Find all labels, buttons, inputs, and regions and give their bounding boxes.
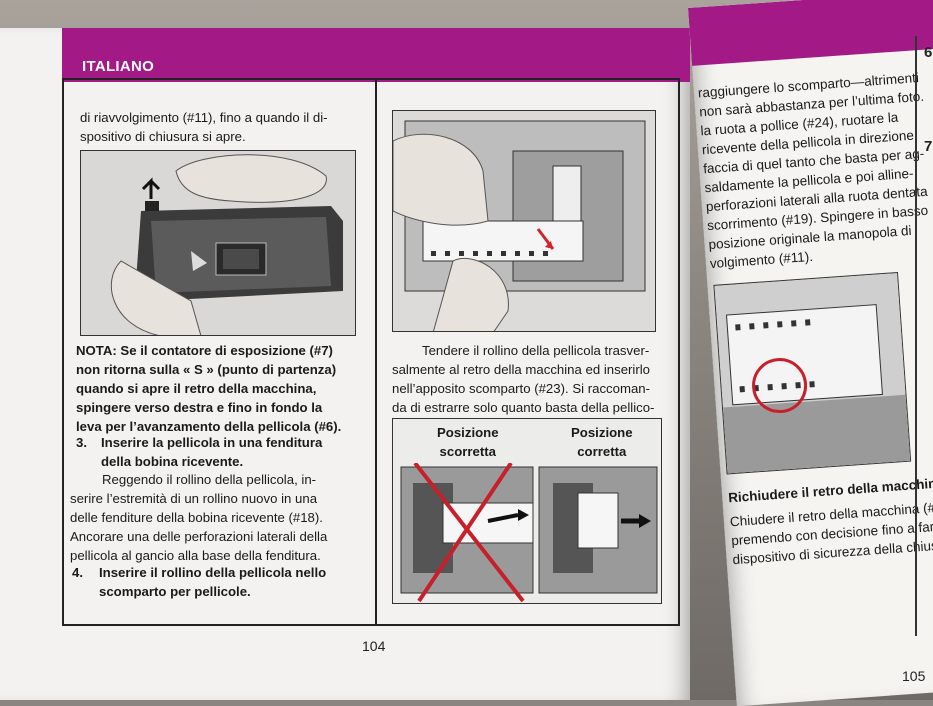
position-drawings: [400, 463, 658, 603]
middle-body-line: Tendere il rollino della pellicola trasv…: [422, 343, 650, 358]
correct-label-line: Posizione: [571, 425, 633, 440]
page-number-left: 104: [362, 638, 386, 654]
section-title: ITALIANO: [82, 58, 155, 75]
note-block: NOTA: Se il contatore di esposizione (#7…: [76, 341, 372, 436]
wrong-label-line: scorretta: [439, 444, 496, 459]
right-body: raggiungere lo scomparto—altrimenti non …: [697, 68, 933, 273]
correct-position-label: Posizione corretta: [571, 423, 633, 461]
step4-title-line: scomparto per pellicole.: [99, 584, 251, 599]
page-number-right: 105: [902, 668, 926, 684]
correct-label-line: corretta: [577, 444, 627, 459]
step3-body: Reggendo il rollino della pellicola, in-…: [70, 470, 370, 565]
step4-title: Inserire il rollino della pellicola nell…: [99, 563, 369, 601]
note-line: quando si apre il retro della macchina,: [76, 381, 317, 396]
intro-line: di riavvolgimento (#11), fino a quando i…: [80, 110, 328, 125]
edge-digit: 6: [924, 44, 933, 61]
content-frame: [62, 78, 680, 626]
step3-body-line: Reggendo il rollino della pellicola, in-: [102, 472, 317, 487]
step3-body-line: serire l’estremità di un rollino nuovo i…: [70, 491, 318, 506]
middle-body-line: da di estrarre solo quanto basta della p…: [392, 400, 655, 415]
intro-line: spositivo di chiusura si apre.: [80, 129, 246, 144]
intro-text: di riavvolgimento (#11), fino a quando i…: [80, 108, 370, 146]
close-back-body: Chiudere il retro della macchina (#17) p…: [729, 495, 933, 570]
note-line: spingere verso destra e fino in fondo la: [76, 400, 323, 415]
right-header-bar: [688, 0, 933, 66]
column-divider: [375, 80, 377, 626]
edge-digit: 7: [924, 138, 933, 155]
step4-title-line: Inserire il rollino della pellicola nell…: [99, 565, 327, 580]
step3-body-line: pellicola al gancio alla base della fend…: [70, 548, 321, 563]
right-page: raggiungere lo scomparto—altrimenti non …: [688, 0, 933, 706]
wrong-position-label: Posizione scorretta: [437, 423, 499, 461]
note-line: leva per l’avanzamento della pellicola (…: [76, 419, 342, 434]
step3-body-line: Ancorare una delle perforazioni laterali…: [70, 529, 328, 544]
step3-body-line: delle fenditure della bobina ricevente (…: [70, 510, 323, 525]
position-comparison-illustration: Posizione scorretta Posizione corretta: [392, 418, 662, 604]
step3-title-line: Inserire la pellicola in una fenditura: [101, 435, 323, 450]
wrong-label-line: Posizione: [437, 425, 499, 440]
section-header-bar: [62, 28, 690, 82]
rewind-knob-illustration: [80, 150, 356, 336]
step3-title: Inserire la pellicola in una fenditura d…: [101, 433, 371, 471]
step3-number: 3.: [76, 435, 87, 450]
middle-body-line: salmente al retro della macchina ed inse…: [392, 362, 651, 377]
step3-title-line: della bobina ricevente.: [101, 454, 244, 469]
note-line: NOTA: Se il contatore di esposizione (#7…: [76, 343, 333, 358]
film-insertion-illustration: [392, 110, 656, 332]
middle-body-line: nell’apposito scomparto (#23). Si raccom…: [392, 381, 651, 396]
sprocket-alignment-illustration: [713, 271, 912, 475]
step4-number: 4.: [72, 565, 83, 580]
middle-body: Tendere il rollino della pellicola trasv…: [392, 341, 672, 417]
note-line: non ritorna sulla « S » (punto di parten…: [76, 362, 337, 377]
right-column-divider: [915, 36, 917, 636]
